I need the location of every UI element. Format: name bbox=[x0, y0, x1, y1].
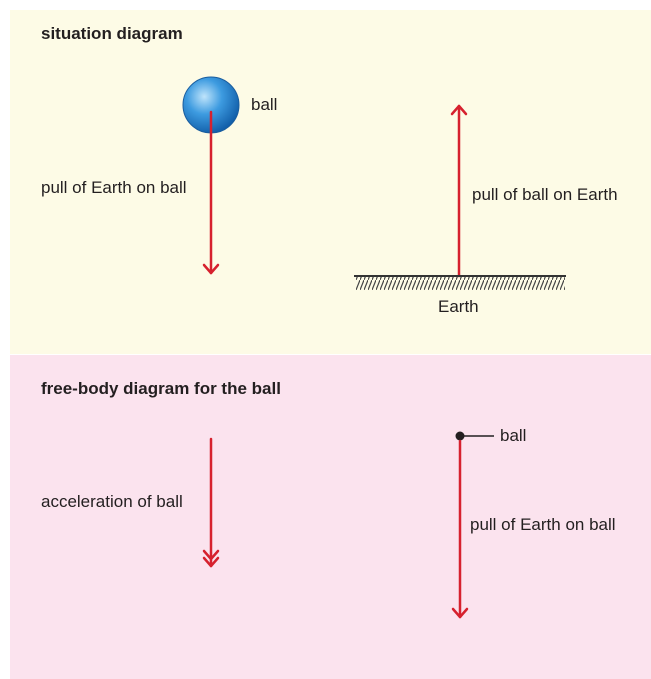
free-body-ball-label: ball bbox=[500, 426, 526, 446]
earth-ground-icon bbox=[354, 276, 566, 290]
situation-pull-ball-on-earth-label: pull of ball on Earth bbox=[472, 185, 618, 205]
situation-ball-label: ball bbox=[251, 95, 277, 115]
pull-ball-on-earth-arrow bbox=[452, 106, 466, 276]
acceleration-arrow bbox=[204, 439, 218, 566]
ball-point-icon bbox=[456, 432, 465, 441]
free-body-pull-earth-on-ball-label: pull of Earth on ball bbox=[470, 515, 616, 535]
pull-earth-on-ball-arrow bbox=[204, 112, 218, 273]
situation-pull-earth-on-ball-label: pull of Earth on ball bbox=[41, 178, 187, 198]
free-body-acceleration-label: acceleration of ball bbox=[41, 492, 183, 512]
situation-earth-label: Earth bbox=[438, 297, 479, 317]
free-body-pull-earth-arrow bbox=[453, 441, 467, 617]
